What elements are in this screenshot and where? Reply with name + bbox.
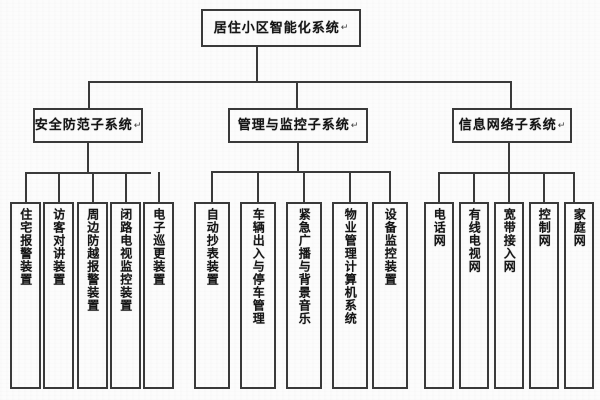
leaf-node-home-alarm-device: 住宅报警装置 bbox=[10, 202, 41, 389]
branch-node-trailing-mark: ↵ bbox=[133, 120, 142, 131]
connector-branch3-leaf-drop-5 bbox=[573, 172, 575, 203]
branch-node-trailing-mark: ↵ bbox=[350, 120, 359, 131]
leaf-node-telephone-network: 电话网 bbox=[424, 202, 454, 389]
leaf-node-label: 电话网 bbox=[432, 208, 447, 247]
leaf-node-home-network: 家庭网 bbox=[564, 202, 594, 389]
connector-branch2-leaf-drop-1 bbox=[211, 171, 213, 203]
connector-branch2-leaf-drop-5 bbox=[389, 171, 391, 203]
leaf-node-label: 有线电视网 bbox=[467, 208, 482, 273]
leaf-node-property-management-computer-system: 物业管理计算机系统 bbox=[332, 202, 368, 389]
connector-branch3-leaf-drop-2 bbox=[473, 172, 475, 203]
leaf-node-emergency-broadcast-background-music: 紧急广播与背景音乐 bbox=[286, 202, 322, 389]
connector-branch1-leaf-drop-3 bbox=[92, 172, 94, 203]
root-node-intelligent-community-system: 居住小区智能化系统↵ bbox=[201, 9, 361, 47]
branch-node-label: 管理与监控子系统 bbox=[237, 118, 350, 133]
connector-root-trunk bbox=[256, 47, 258, 82]
connector-branch3-bus bbox=[438, 172, 574, 174]
connector-branch2-leaf-drop-4 bbox=[349, 171, 351, 203]
connector-branch3-leaf-drop-3 bbox=[508, 172, 510, 203]
leaf-node-label: 家庭网 bbox=[572, 208, 587, 247]
connector-branch2-trunk bbox=[297, 143, 299, 172]
leaf-node-vehicle-access-parking-management: 车辆出入与停车管理 bbox=[240, 202, 276, 389]
leaf-node-broadband-access-network: 宽带接入网 bbox=[494, 202, 524, 389]
connector-branch2-bus bbox=[211, 171, 391, 173]
leaf-node-equipment-monitoring-device: 设备监控装置 bbox=[372, 202, 408, 389]
connector-drop-branch-3 bbox=[510, 81, 512, 109]
leaf-node-label: 住宅报警装置 bbox=[18, 208, 33, 286]
leaf-node-label: 闭路电视监控装置 bbox=[118, 208, 133, 312]
leaf-node-label: 控制网 bbox=[537, 208, 552, 247]
branch-node-management-monitoring-subsystem: 管理与监控子系统↵ bbox=[228, 108, 368, 143]
connector-branch1-leaf-drop-2 bbox=[58, 172, 60, 203]
leaf-node-label: 访客对讲装置 bbox=[51, 208, 66, 286]
connector-level2-bus bbox=[88, 81, 512, 83]
leaf-node-perimeter-intrusion-alarm-device: 周边防越报警装置 bbox=[77, 202, 108, 389]
connector-branch1-trunk bbox=[87, 143, 89, 173]
connector-branch3-trunk bbox=[508, 143, 510, 173]
leaf-node-label: 宽带接入网 bbox=[502, 208, 517, 273]
leaf-node-label: 设备监控装置 bbox=[383, 208, 398, 286]
connector-branch2-leaf-drop-2 bbox=[257, 171, 259, 203]
leaf-node-visitor-intercom-device: 访客对讲装置 bbox=[43, 202, 74, 389]
branch-node-information-network-subsystem: 信息网络子系统↵ bbox=[452, 108, 572, 143]
connector-branch1-leaf-drop-4 bbox=[125, 172, 127, 203]
leaf-node-control-network: 控制网 bbox=[529, 202, 559, 389]
branch-node-security-subsystem: 安全防范子系统↵ bbox=[33, 108, 143, 143]
leaf-node-label: 物业管理计算机系统 bbox=[343, 208, 358, 325]
connector-branch3-leaf-drop-1 bbox=[438, 172, 440, 203]
leaf-node-label: 周边防越报警装置 bbox=[85, 208, 100, 312]
connector-branch2-leaf-drop-3 bbox=[303, 171, 305, 203]
branch-node-trailing-mark: ↵ bbox=[557, 120, 566, 131]
connector-branch1-bus bbox=[25, 172, 151, 174]
connector-branch1-leaf-drop-5 bbox=[158, 172, 160, 203]
leaf-node-label: 电子巡更装置 bbox=[151, 208, 166, 286]
connector-branch3-leaf-drop-4 bbox=[543, 172, 545, 203]
branch-node-label: 信息网络子系统 bbox=[458, 118, 557, 133]
leaf-node-electronic-patrol-device: 电子巡更装置 bbox=[143, 202, 174, 389]
leaf-node-cctv-monitoring-device: 闭路电视监控装置 bbox=[110, 202, 141, 389]
connector-branch1-leaf-drop-1 bbox=[25, 172, 27, 203]
root-node-trailing-mark: ↵ bbox=[340, 23, 349, 33]
leaf-node-label: 自动抄表装置 bbox=[205, 208, 220, 286]
leaf-node-label: 紧急广播与背景音乐 bbox=[297, 208, 312, 325]
branch-node-label: 安全防范子系统 bbox=[34, 118, 133, 133]
connector-drop-branch-1 bbox=[88, 81, 90, 109]
connector-drop-branch-2 bbox=[296, 81, 298, 109]
leaf-node-automatic-meter-reading-device: 自动抄表装置 bbox=[194, 202, 230, 389]
leaf-node-label: 车辆出入与停车管理 bbox=[251, 208, 266, 325]
root-node-label: 居住小区智能化系统 bbox=[213, 20, 340, 36]
leaf-node-cable-tv-network: 有线电视网 bbox=[459, 202, 489, 389]
